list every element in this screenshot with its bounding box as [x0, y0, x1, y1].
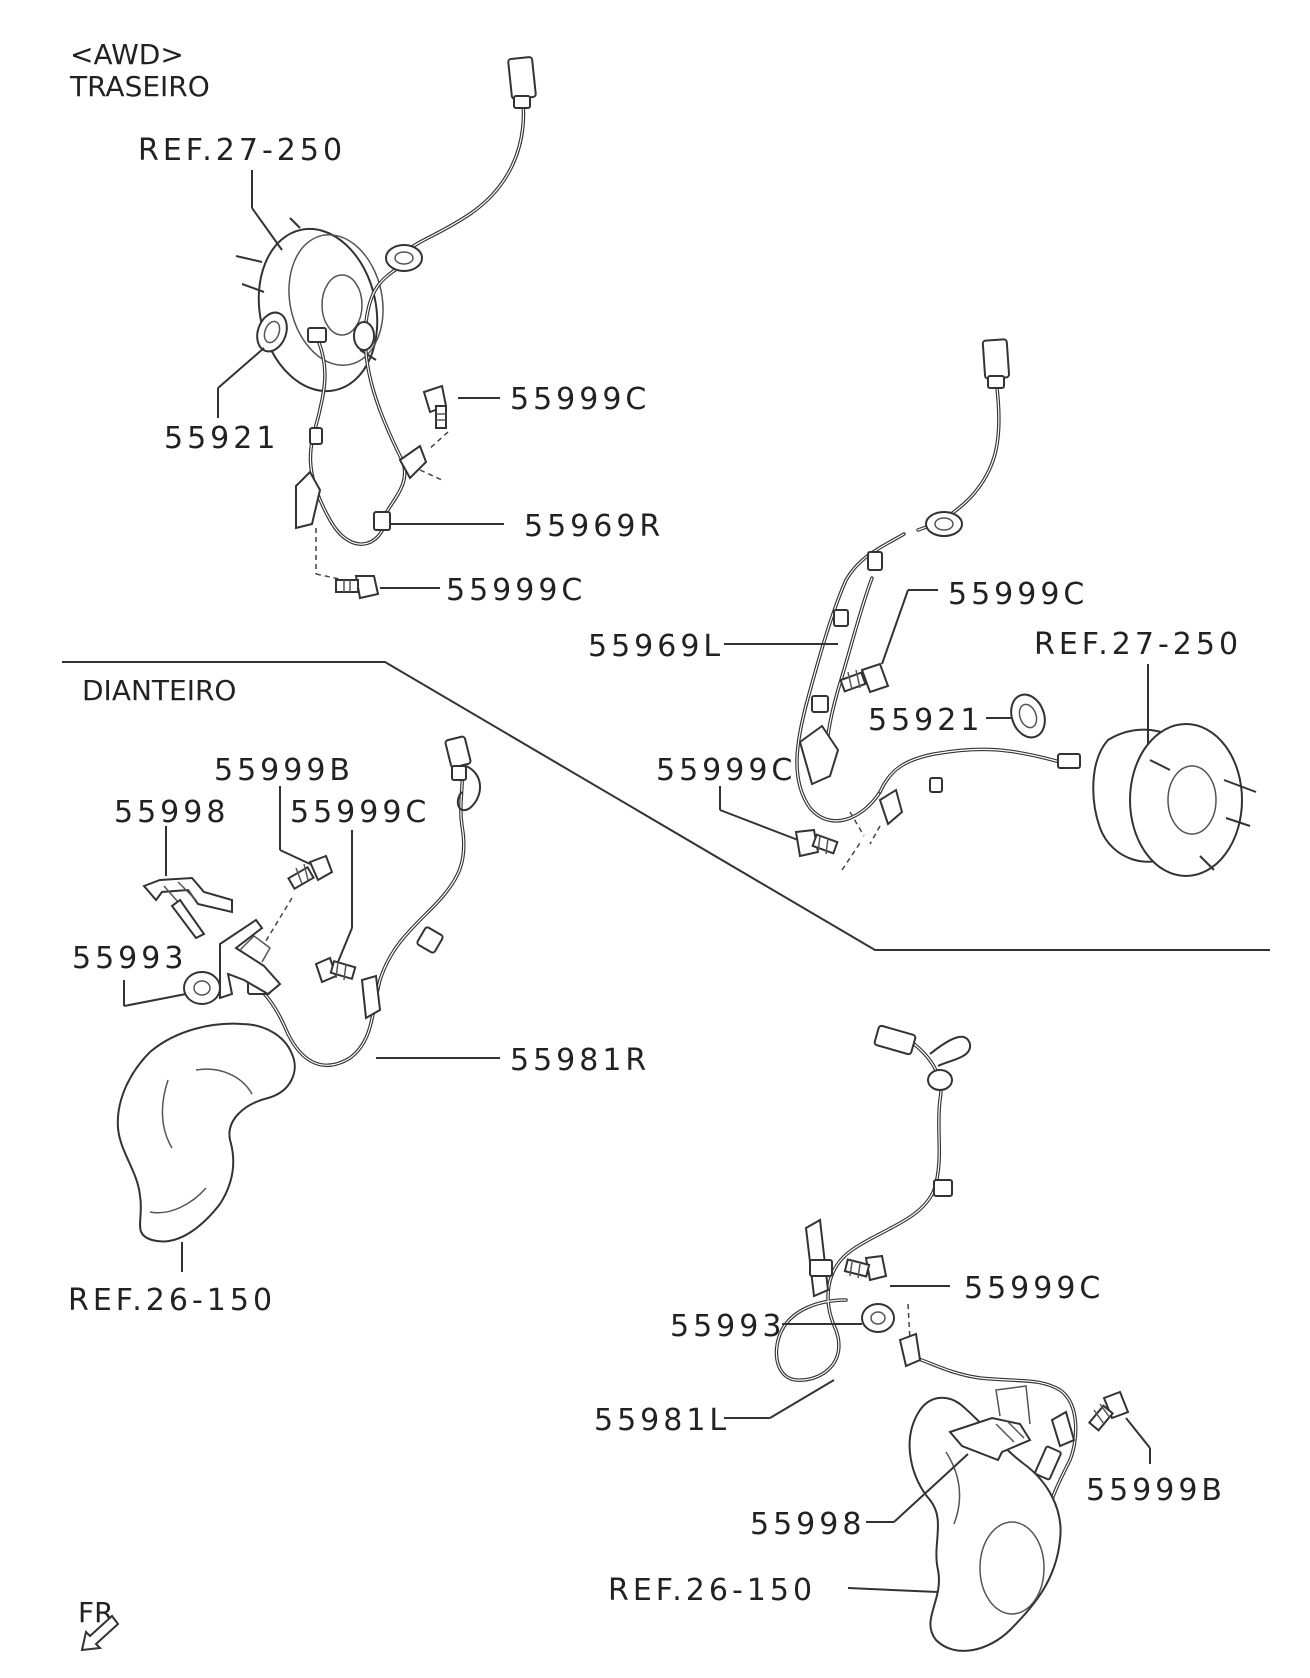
label-front-55999b-left: 55999B — [214, 753, 354, 788]
front-right-knuckle-drawing — [116, 1022, 296, 1243]
front-left-bolt-55999b — [1087, 1390, 1130, 1432]
rear-section-title: TRASEIRO — [69, 70, 210, 103]
label-front-ref-knuckle-left: REF.26-150 — [68, 1283, 276, 1318]
label-rear-ref-hub-lower: REF.27-250 — [1034, 627, 1242, 662]
label-front-55998-right: 55998 — [750, 1507, 865, 1542]
rear-left-bolt-upper — [839, 662, 890, 694]
label-rear-55969l: 55969L — [588, 629, 724, 664]
awd-header: <AWD> — [70, 38, 184, 71]
label-front-55993-left: 55993 — [72, 941, 187, 976]
label-rear-55921-upper: 55921 — [164, 421, 279, 456]
label-front-55999c-right: 55999C — [964, 1271, 1104, 1306]
rear-right-bolt-lower — [335, 575, 380, 600]
label-rear-ref-hub-upper: REF.27-250 — [138, 133, 346, 168]
rear-left-bolt-lower — [794, 828, 839, 858]
label-front-55999c-left: 55999C — [290, 795, 430, 830]
rear-left-sensor-ring-lower — [1010, 693, 1046, 739]
front-left-bolt-55999c — [843, 1254, 888, 1282]
label-rear-55999c-d: 55999C — [656, 753, 796, 788]
rear-right-sensor-ring-upper — [256, 311, 288, 353]
section-divider-line — [62, 661, 1270, 951]
rear-left-harness-55969l — [795, 338, 1081, 826]
label-front-55998-left: 55998 — [114, 795, 229, 830]
label-front-55993-right: 55993 — [670, 1309, 785, 1344]
label-rear-55999c-c: 55999C — [948, 577, 1088, 612]
front-right-bracket-55998 — [142, 876, 233, 940]
rear-right-hub-drawing — [235, 217, 384, 393]
label-rear-55999c-b: 55999C — [446, 573, 586, 608]
label-front-55981l: 55981L — [594, 1403, 730, 1438]
front-left-harness-55981l — [774, 1024, 1078, 1514]
rear-left-hub-drawing — [1092, 723, 1257, 877]
front-right-bracket-clip — [219, 918, 282, 1000]
front-left-bracket-55998 — [948, 1385, 1032, 1462]
front-right-nut-55993 — [183, 971, 221, 1005]
front-right-bolt-55999b — [287, 854, 334, 891]
front-left-nut-55993 — [861, 1303, 895, 1333]
label-front-55981r: 55981R — [510, 1043, 650, 1078]
label-rear-55969r: 55969R — [524, 509, 664, 544]
label-rear-55999c-a: 55999C — [510, 382, 650, 417]
fr-direction-arrow-icon — [80, 1614, 120, 1652]
front-section-title: DIANTEIRO — [82, 674, 236, 707]
rear-right-harness-55969r — [295, 56, 537, 546]
label-rear-55921-lower: 55921 — [868, 703, 983, 738]
label-front-55999b-right: 55999B — [1086, 1473, 1226, 1508]
rear-right-bolt-upper — [422, 384, 448, 429]
front-right-harness-55981r — [247, 735, 481, 1068]
front-right-bolt-55999c — [314, 956, 357, 984]
label-front-ref-knuckle-right: REF.26-150 — [608, 1573, 816, 1608]
